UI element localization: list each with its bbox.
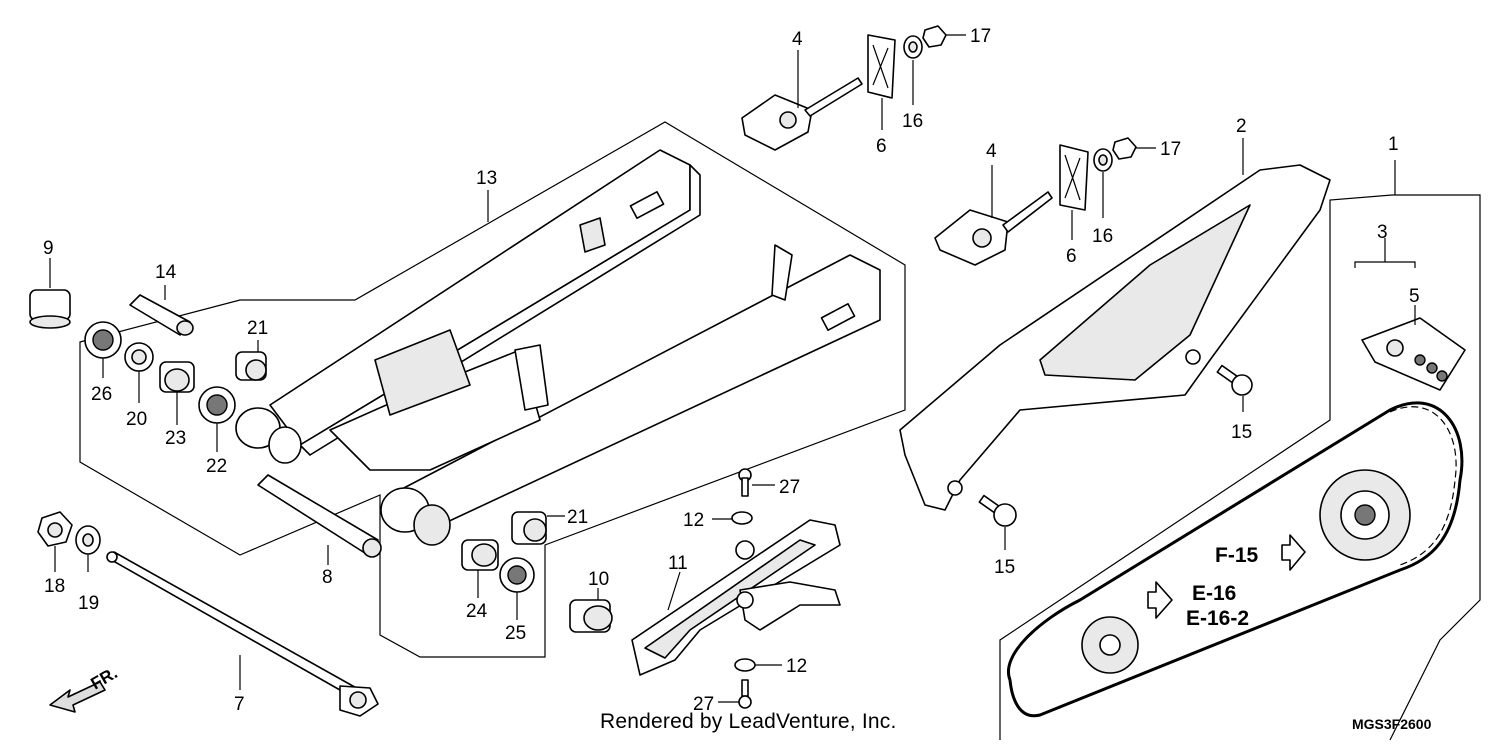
label-7: 7 <box>234 694 245 715</box>
label-22: 22 <box>206 456 227 477</box>
label-24: 24 <box>466 601 488 622</box>
label-25: 25 <box>505 623 526 644</box>
chain-adjuster-4-upper <box>741 77 863 151</box>
label-2: 2 <box>1236 116 1247 137</box>
label-15-lower: 15 <box>994 557 1015 578</box>
ref-label-f15: F-15 <box>1215 544 1259 567</box>
drive-sprocket <box>1081 616 1139 674</box>
label-16-lower: 16 <box>1092 226 1113 247</box>
collar-21-lower <box>511 511 547 545</box>
nut-17-lower <box>1112 137 1137 160</box>
label-10: 10 <box>588 569 609 590</box>
label-23: 23 <box>165 428 186 449</box>
bearing-23 <box>159 361 195 393</box>
label-4-upper: 4 <box>792 29 803 50</box>
pipe-14 <box>129 294 194 336</box>
bolt-27-lower <box>738 679 752 709</box>
front-direction-arrow <box>49 681 106 713</box>
chain-adjuster-4-lower <box>934 191 1053 266</box>
rear-sprocket <box>1319 469 1411 561</box>
bearing-26 <box>84 321 122 359</box>
adjuster-plate-6-lower <box>1059 144 1089 211</box>
bolt-kit-bracket <box>1354 261 1416 268</box>
part-number-labels: 1 2 3 4 4 5 6 6 7 8 9 10 11 12 12 13 14 … <box>43 26 1420 715</box>
label-6-upper: 6 <box>876 136 887 157</box>
label-21-lower: 21 <box>567 507 588 528</box>
label-12-upper: 12 <box>683 510 704 531</box>
chain-case-2 <box>899 164 1331 511</box>
drive-chain-group-frame <box>1389 194 1481 741</box>
washer-16-lower <box>1093 148 1113 172</box>
drive-chain-1 <box>1007 401 1464 718</box>
label-26: 26 <box>91 384 112 405</box>
label-4-lower: 4 <box>986 141 997 162</box>
adjuster-plate-6-upper <box>867 34 896 99</box>
chain-slider-11 <box>631 519 841 676</box>
label-8: 8 <box>322 567 333 588</box>
label-27-lower: 27 <box>693 694 714 715</box>
label-16-upper: 16 <box>902 111 923 132</box>
label-1: 1 <box>1388 134 1399 155</box>
bolt-15-upper <box>1216 364 1253 396</box>
label-11: 11 <box>668 553 688 574</box>
label-20: 20 <box>126 409 147 430</box>
swingarm <box>235 149 881 546</box>
label-17-upper: 17 <box>970 26 991 47</box>
bolt-27-upper <box>738 468 752 497</box>
swingarm-group-frame <box>79 121 906 658</box>
nut-17-upper <box>922 25 947 48</box>
label-17-lower: 17 <box>1160 139 1181 160</box>
label-3: 3 <box>1377 222 1388 243</box>
label-6-lower: 6 <box>1066 246 1077 267</box>
pivot-pipe-8 <box>257 474 382 558</box>
collar-10 <box>569 599 613 633</box>
seal-20 <box>124 342 154 372</box>
collar-9 <box>29 289 71 329</box>
bearing-25 <box>499 557 535 593</box>
label-27-upper: 27 <box>779 477 800 498</box>
label-13: 13 <box>476 168 497 189</box>
washer-12-lower <box>734 658 756 672</box>
ref-arrow-f15 <box>1281 534 1306 571</box>
footer-credit: Rendered by LeadVenture, Inc. <box>600 710 897 733</box>
washer-16-upper <box>903 35 923 59</box>
drive-chain-group-frame-left <box>999 194 1393 740</box>
ref-arrow-e16 <box>1147 581 1173 619</box>
joint-kit-5 <box>1361 317 1466 391</box>
label-15-upper: 15 <box>1231 422 1252 443</box>
washer-19 <box>75 525 101 555</box>
collar-21-upper <box>235 351 267 381</box>
bolt-15-lower <box>978 494 1017 527</box>
label-19: 19 <box>78 593 99 614</box>
washer-12-upper <box>731 511 753 525</box>
ref-label-e16: E-16 <box>1192 582 1236 605</box>
diagram-code: MGS3F2600 <box>1352 716 1432 732</box>
nut-18 <box>37 511 73 547</box>
label-5: 5 <box>1409 286 1420 307</box>
label-18: 18 <box>44 576 65 597</box>
leader-lines <box>49 34 1416 703</box>
pivot-bolt-7 <box>106 551 379 717</box>
label-9: 9 <box>43 238 54 259</box>
label-12-lower: 12 <box>786 656 807 677</box>
label-21-upper: 21 <box>247 318 268 339</box>
label-14: 14 <box>155 262 177 283</box>
reference-labels: F-15 E-16 E-16-2 <box>1186 544 1259 630</box>
bearing-22 <box>198 386 236 424</box>
bearing-24 <box>461 539 499 571</box>
ref-label-e16-2: E-16-2 <box>1186 607 1249 630</box>
